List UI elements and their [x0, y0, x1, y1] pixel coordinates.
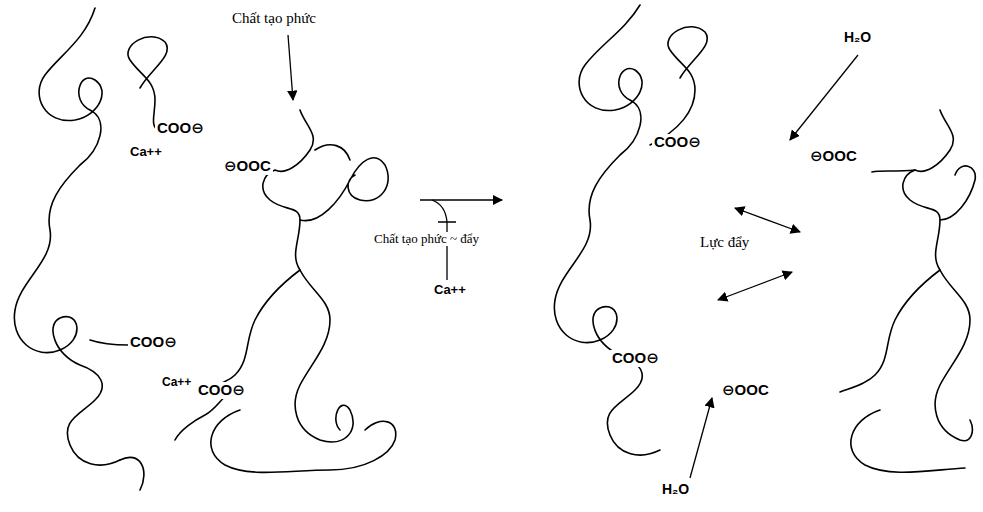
reagent-arrow [288, 35, 293, 100]
repulsion-arrow [735, 208, 800, 232]
label: ⊖OOC [222, 158, 273, 175]
pectin-chain [650, 27, 707, 145]
pectin-chain [554, 5, 660, 455]
pectin-chain [940, 166, 975, 220]
pectin-chain [211, 410, 396, 472]
label: ⊖OOC [808, 148, 859, 165]
label: COO⊖ [610, 350, 661, 367]
water-arrow [690, 398, 712, 478]
pectin-chain [300, 158, 388, 221]
water-arrow [790, 55, 858, 140]
label: COO⊖ [128, 334, 179, 351]
pectin-chain [220, 145, 350, 392]
pectin-chain [872, 170, 915, 172]
label: Chất tạo phức [230, 10, 318, 27]
label: Ca++ [128, 145, 164, 159]
pectin-chain [14, 8, 120, 465]
label: COO⊖ [196, 382, 247, 399]
pectin-chain [128, 37, 167, 130]
pectin-chain [840, 270, 965, 472]
label: COO⊖ [652, 134, 703, 151]
label: ⊖OOC [720, 382, 771, 399]
pectin-chain [263, 110, 353, 442]
label: Ca++ [160, 376, 193, 389]
label: H₂O [660, 482, 691, 497]
repulsion-arrow [718, 272, 792, 300]
label: Chất tạo phức ~ đẩy [372, 232, 481, 246]
label: Lực đẩy [698, 234, 751, 251]
pectin-chain [903, 110, 972, 441]
label: Ca++ [432, 283, 468, 297]
label: H₂O [842, 30, 873, 45]
pectin-chain [120, 457, 144, 490]
label: COO⊖ [155, 120, 206, 137]
